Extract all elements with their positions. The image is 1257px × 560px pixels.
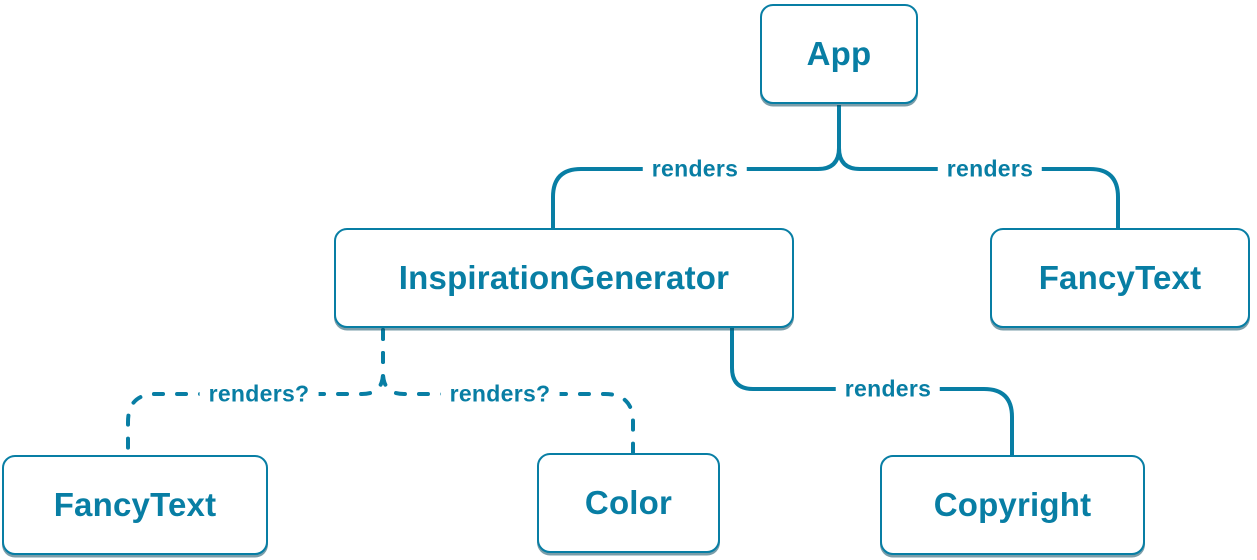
edge-inspirationgenerator-fancytext <box>126 328 385 457</box>
edge-label-renders-app-inspirationgenerator: renders <box>642 155 748 183</box>
edge-label-renders-app-fancytext: renders <box>937 155 1043 183</box>
node-fancytext-bottom-label: FancyText <box>53 486 217 523</box>
edge-label-renders-copyright: renders <box>835 375 941 403</box>
node-color-label: Color <box>584 484 673 521</box>
node-color: Color <box>537 453 720 553</box>
node-copyright-label: Copyright <box>933 486 1092 523</box>
node-copyright: Copyright <box>880 455 1145 555</box>
node-fancytext-bottom: FancyText <box>2 455 268 555</box>
edge-label-renders-conditional-color: renders? <box>440 380 560 408</box>
node-fancytext-top: FancyText <box>990 228 1250 328</box>
node-fancytext-top-label: FancyText <box>1038 259 1202 296</box>
node-inspiration-generator-label: InspirationGenerator <box>398 259 730 296</box>
edge-inspirationgenerator-color <box>381 328 635 455</box>
edge-label-renders-conditional-fancytext: renders? <box>199 380 319 408</box>
node-app-label: App <box>806 35 872 72</box>
node-app: App <box>760 4 918 104</box>
node-inspiration-generator: InspirationGenerator <box>334 228 794 328</box>
